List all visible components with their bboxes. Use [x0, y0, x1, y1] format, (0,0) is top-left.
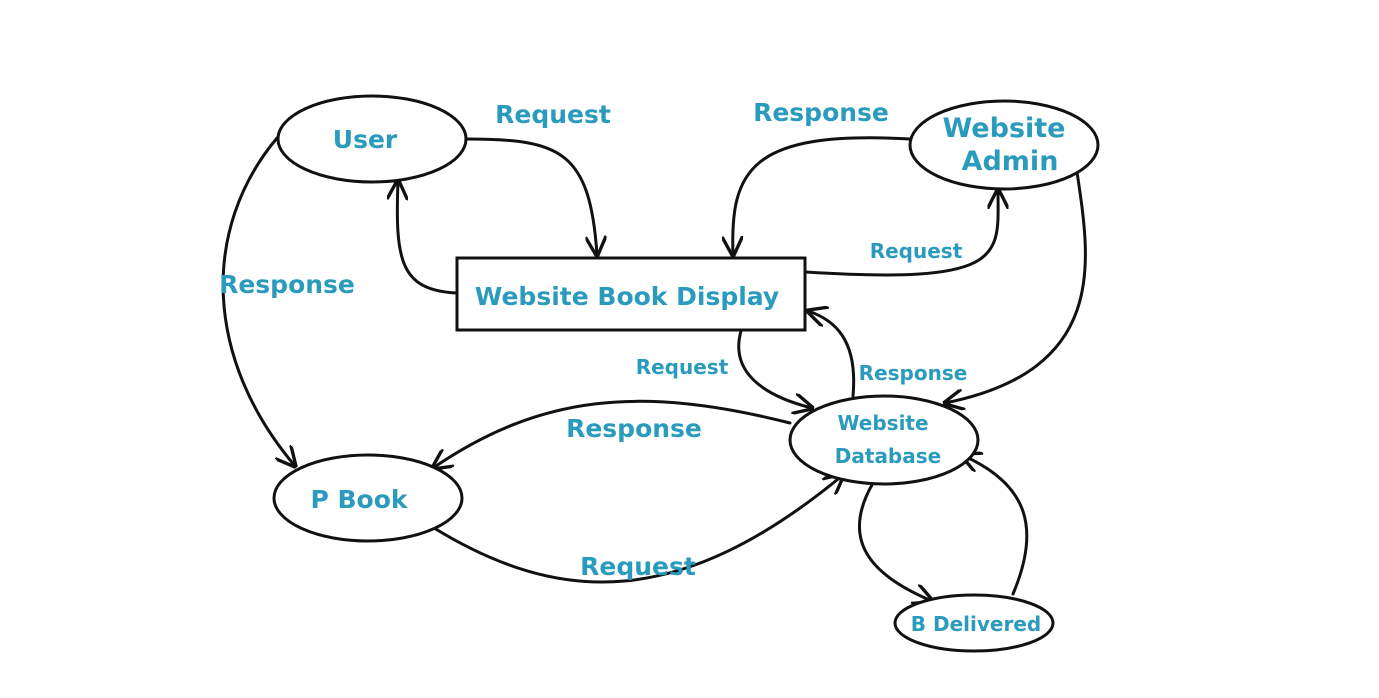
website-book-display-label: Website Book Display — [475, 282, 779, 311]
edge-label-user-to-display: Request — [495, 100, 611, 129]
edge-labels: Request Response Request Response Reques… — [219, 98, 967, 581]
website-admin-label-line1: Website — [942, 113, 1065, 144]
edge-display-to-user — [397, 181, 458, 295]
edge-display-to-admin — [804, 190, 998, 277]
edge-delivered-to-database — [962, 455, 1029, 596]
website-admin-node — [908, 99, 1100, 191]
website-database-node — [788, 394, 980, 486]
website-admin-label-line2: Admin — [962, 146, 1059, 177]
b-delivered-label: B Delivered — [911, 612, 1041, 636]
website-book-display-node — [455, 256, 807, 332]
p-book-node — [272, 453, 464, 543]
edge-database-to-display — [808, 311, 856, 398]
p-book-label: P Book — [310, 485, 408, 514]
edge-user-to-pbook — [221, 136, 295, 466]
edges — [221, 136, 1087, 601]
edge-label-display-to-database: Request — [636, 355, 729, 379]
edge-user-to-display — [464, 137, 597, 255]
edge-label-display-to-admin: Request — [870, 239, 963, 263]
user-label: User — [333, 125, 398, 154]
edge-label-pbook-to-database: Request — [580, 552, 696, 581]
edge-label-user-to-pbook: Response — [219, 270, 355, 299]
edge-database-to-delivered — [857, 481, 932, 601]
edge-display-to-database — [737, 329, 812, 408]
edge-label-database-to-pbook: Response — [566, 414, 702, 443]
edge-label-database-to-display: Response — [859, 361, 968, 385]
nodes — [272, 94, 1100, 653]
user-node — [276, 94, 468, 184]
website-database-label-line2: Database — [835, 444, 941, 468]
edge-admin-to-display — [733, 136, 912, 255]
edge-admin-to-database — [945, 170, 1087, 403]
edge-database-to-pbook — [433, 399, 792, 468]
b-delivered-node — [893, 593, 1055, 653]
edge-pbook-to-database — [432, 475, 843, 584]
website-database-label-line1: Website — [837, 411, 928, 435]
node-labels: User Website Admin Website Book Display … — [310, 113, 1065, 636]
edge-label-admin-to-display: Response — [753, 98, 889, 127]
